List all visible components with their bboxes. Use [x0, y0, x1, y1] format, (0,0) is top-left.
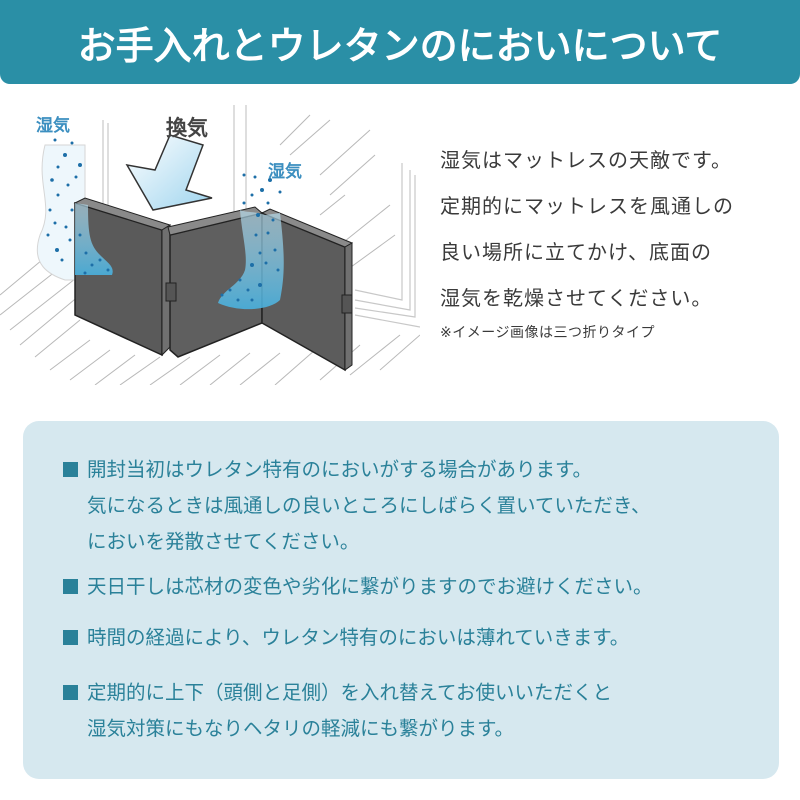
mattress-ventilation-image: 湿気 換気 湿気: [0, 105, 421, 386]
info-item-1-line-2: 気になるときは風通しの良いところにしばらく置いていただき、: [87, 494, 651, 517]
mattress-illustration: 湿気 換気 湿気: [0, 95, 421, 386]
moisture-care-text: 湿気はマットレスの天敵です。 定期的にマットレスを風通しの 良い場所に立てかけ、…: [440, 142, 790, 342]
header-banner: お手入れとウレタンのにおいについて: [0, 0, 800, 84]
care-text-line-2: 定期的にマットレスを風通しの: [440, 194, 734, 218]
page-title: お手入れとウレタンのにおいについて: [77, 23, 723, 68]
urethane-odor-info-box: 開封当初はウレタン特有のにおいがする場合があります。 気になるときは風通しの良い…: [23, 421, 779, 779]
moisture-label-left: 湿気: [36, 115, 70, 136]
square-bullet-icon: [63, 462, 78, 477]
info-item-1-line-1: 開封当初はウレタン特有のにおいがする場合があります。: [87, 458, 593, 481]
info-item-2-line-1: 天日干しは芯材の変色や劣化に繋がりますのでお避けください。: [87, 575, 653, 598]
square-bullet-icon: [63, 630, 78, 645]
square-bullet-icon: [63, 685, 78, 700]
info-item-1-line-3: においを発散させてください。: [87, 530, 360, 553]
svg-text:湿気: 湿気: [268, 161, 302, 182]
info-item-4-line-1: 定期的に上下（頭側と足側）を入れ替えてお使いいただくと: [87, 681, 612, 704]
square-bullet-icon: [63, 579, 78, 594]
info-item-2: 天日干しは芯材の変色や劣化に繋がりますのでお避けください。: [63, 569, 653, 605]
care-text-line-4: 湿気を乾燥させてください。: [440, 286, 713, 310]
info-item-4-line-2: 湿気対策にもなりヘタリの軽減にも繋がります。: [87, 717, 515, 740]
image-note: ※イメージ画像は三つ折りタイプ: [440, 325, 655, 341]
care-text-line-1: 湿気はマットレスの天敵です。: [440, 148, 732, 172]
svg-text:換気: 換気: [166, 116, 208, 140]
care-text-line-3: 良い場所に立てかけ、底面の: [440, 240, 712, 264]
info-item-1: 開封当初はウレタン特有のにおいがする場合があります。 気になるときは風通しの良い…: [63, 452, 651, 560]
info-item-3: 時間の経過により、ウレタン特有のにおいは薄れていきます。: [63, 620, 629, 656]
info-item-4: 定期的に上下（頭側と足側）を入れ替えてお使いいただくと 湿気対策にもなりヘタリの…: [63, 675, 612, 747]
info-item-3-line-1: 時間の経過により、ウレタン特有のにおいは薄れていきます。: [87, 626, 630, 649]
